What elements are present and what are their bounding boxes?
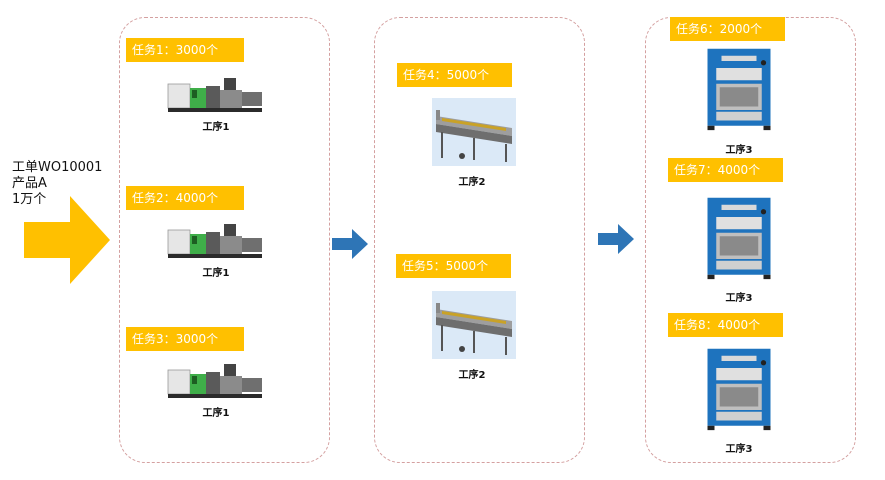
flow-arrow-icon: [332, 229, 368, 259]
flow-arrow-icon: [598, 224, 634, 254]
blue-cabinet-machine-icon: [704, 192, 774, 284]
task-5-label: 任务5：5000个: [396, 254, 511, 278]
process-1-label: 工序1: [202, 408, 230, 419]
process-2-label: 工序2: [458, 177, 486, 188]
injection-molding-machine-icon: [166, 356, 266, 400]
work-order-id: 工单WO10001: [12, 160, 103, 175]
task-6-label: 任务6：2000个: [670, 17, 785, 41]
injection-molding-machine-icon: [166, 216, 266, 260]
washing-conveyor-machine-icon: [432, 291, 516, 359]
injection-molding-machine-icon: [166, 70, 266, 114]
order-quantity: 1万个: [12, 192, 47, 207]
process-1-label: 工序1: [202, 122, 230, 133]
washing-conveyor-machine-icon: [432, 98, 516, 166]
stage-2-box: [374, 17, 585, 463]
task-2-label: 任务2：4000个: [126, 186, 244, 210]
task-7-label: 任务7：4000个: [668, 158, 783, 182]
process-3-label: 工序3: [725, 293, 753, 304]
big-arrow-icon: [24, 196, 110, 284]
stage-1-box: [119, 17, 330, 463]
process-3-label: 工序3: [725, 145, 753, 156]
task-1-label: 任务1：3000个: [126, 38, 244, 62]
process-1-label: 工序1: [202, 268, 230, 279]
blue-cabinet-machine-icon: [704, 344, 774, 434]
task-8-label: 任务8：4000个: [668, 313, 783, 337]
task-3-label: 任务3：3000个: [126, 327, 244, 351]
work-order-info: 工单WO10001 产品A 1万个: [12, 160, 102, 208]
blue-cabinet-machine-icon: [704, 43, 774, 135]
process-2-label: 工序2: [458, 370, 486, 381]
task-4-label: 任务4：5000个: [397, 63, 512, 87]
product-name: 产品A: [12, 176, 47, 191]
process-3-label: 工序3: [725, 444, 753, 455]
